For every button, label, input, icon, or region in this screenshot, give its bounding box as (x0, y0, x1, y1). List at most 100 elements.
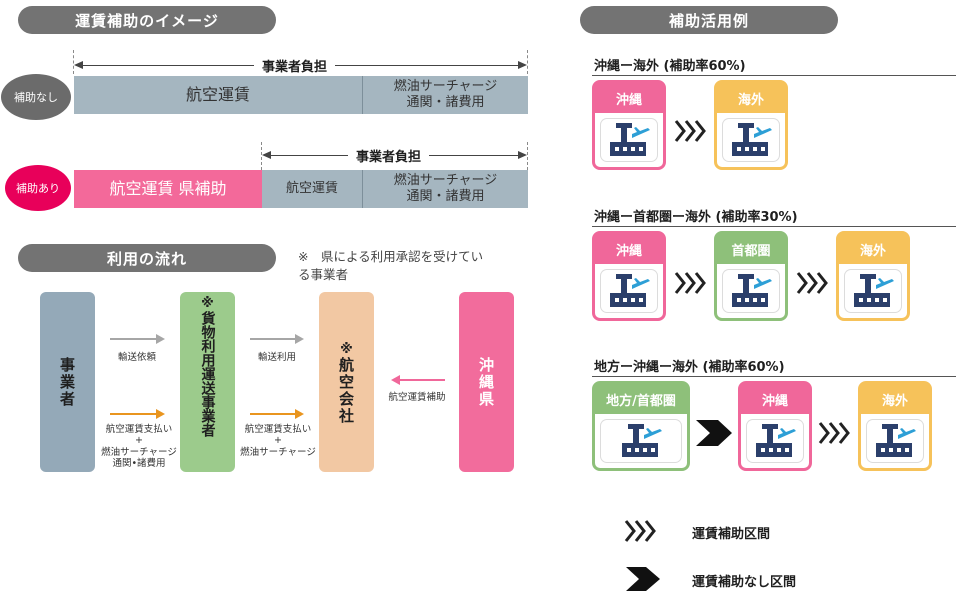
payment-2-line3: 燃油サーチャージ (240, 446, 316, 458)
airport-icon (723, 119, 779, 161)
flow-box-forwarder: ※ 貨物利用運送事業者 (180, 292, 235, 472)
payment-1-line2: + (135, 435, 143, 447)
chevron-solid-icon (694, 418, 734, 452)
chevron-triple-icon (818, 420, 852, 450)
span2-label-burden: 事業者負担 (348, 146, 430, 165)
arrow-transport-request (110, 334, 165, 344)
flow-box-prefecture-label: 沖縄県 (477, 356, 495, 408)
label-no-subsidy: 補助なし (1, 74, 71, 120)
arrow-label-transport-use: 輸送利用 (257, 352, 296, 363)
payment-2-line2: + (274, 435, 282, 447)
flow-box-airline-label: 航空会社 (337, 357, 355, 425)
chevron-triple-icon (796, 270, 830, 300)
span-tick-left (73, 50, 74, 74)
arrowhead-right (518, 61, 527, 69)
header-subsidy-image: 運賃補助のイメージ (18, 6, 276, 34)
example-1-card-overseas-label: 海外 (737, 92, 764, 108)
arrow-label-payment-2: 航空運賃支払い + 燃油サーチャージ (236, 424, 320, 458)
flow-note-line2: る事業者 (298, 266, 349, 282)
example-1-card-overseas-head: 海外 (717, 83, 785, 113)
airport-icon (867, 420, 923, 462)
example-2-card-shutoken-head: 首都圏 (717, 234, 785, 264)
example-2-card-overseas: 海外 (836, 231, 910, 321)
example-1-card-okinawa: 沖縄 (592, 80, 666, 170)
flow-box-business-label: 事業者 (58, 356, 76, 408)
bar-airfare-2-label: 航空運賃 (285, 180, 338, 196)
example-3-title: 地方ー沖縄ー海外 (補助率60%) (594, 360, 785, 375)
example-3-card-overseas: 海外 (858, 381, 932, 471)
bar-airfare-2: 航空運賃 (262, 170, 362, 208)
flow-box-forwarder-mark: ※ (201, 296, 214, 311)
example-3-card-okinawa-label: 沖縄 (761, 393, 788, 409)
span-tick-right (527, 50, 528, 74)
airport-icon (601, 420, 681, 462)
bar-airfare-label: 航空運賃 (185, 85, 250, 104)
payment-1-line4: 通関•諸費用 (112, 458, 166, 470)
legend-subsidized-icon (624, 518, 658, 548)
example-3-card-okinawa-head: 沖縄 (741, 384, 809, 414)
example-2-card-shutoken-label: 首都圏 (731, 243, 771, 259)
example-3-rule (592, 376, 956, 377)
example-2-card-okinawa: 沖縄 (592, 231, 666, 321)
flow-note: ※ 県による利用承認を受けてい る事業者 (298, 248, 483, 283)
example-2-card-overseas-head: 海外 (839, 234, 907, 264)
bar-surcharge-2-line2: 通関・諸費用 (406, 189, 485, 204)
bar-surcharge-2-line1: 燃油サーチャージ (393, 172, 498, 188)
legend-subsidized-label: 運賃補助区間 (692, 527, 771, 542)
bar-pref-subsidy: 航空運賃 県補助 (74, 170, 262, 208)
bar-pref-subsidy-label: 航空運賃 県補助 (109, 179, 227, 198)
example-2-title: 沖縄ー首都圏ー海外 (補助率30%) (594, 210, 798, 225)
flow-box-business: 事業者 (40, 292, 95, 472)
example-3-card-regional-head: 地方/首都圏 (595, 384, 687, 414)
flow-box-airline: ※ 航空会社 (319, 292, 374, 472)
bar-surcharge: 燃油サーチャージ 通関・諸費用 (362, 76, 528, 114)
airport-icon (601, 119, 657, 161)
flow-arrows (110, 334, 445, 419)
flow-box-airline-mark: ※ (340, 342, 353, 357)
header-usage-flow: 利用の流れ (18, 244, 276, 272)
arrow-label-subsidy: 航空運賃補助 (388, 392, 446, 403)
arrow-payment-2 (250, 409, 304, 419)
flow-note-line1: ※ 県による利用承認を受けてい (298, 249, 484, 264)
airport-icon (845, 270, 901, 312)
example-2-card-overseas-label: 海外 (859, 243, 886, 259)
arrowhead2-right (518, 151, 527, 159)
example-3-card-regional: 地方/首都圏 (592, 381, 690, 471)
legend-not-subsidized-label: 運賃補助なし区間 (692, 575, 797, 590)
example-3-card-overseas-label: 海外 (881, 393, 908, 409)
example-1-card-okinawa-head: 沖縄 (595, 83, 663, 113)
example-1-card-overseas: 海外 (714, 80, 788, 170)
span2-tick-right (527, 142, 528, 170)
arrow-payment-1 (110, 409, 165, 419)
example-1-rule (592, 75, 956, 76)
label-with-subsidy: 補助あり (5, 165, 71, 211)
arrow-label-transport-request: 輸送依頼 (117, 352, 156, 363)
example-3-card-regional-label: 地方/首都圏 (606, 393, 676, 409)
example-3-card-okinawa: 沖縄 (738, 381, 812, 471)
arrowhead-left (74, 61, 83, 69)
payment-1-line1: 航空運賃支払い (105, 424, 173, 435)
bar-surcharge-line2: 通関・諸費用 (406, 95, 485, 110)
span-label-burden: 事業者負担 (254, 56, 336, 75)
example-2-rule (592, 226, 956, 227)
example-1-title: 沖縄ー海外 (補助率60%) (594, 59, 746, 74)
flow-box-forwarder-label: 貨物利用運送事業者 (199, 311, 216, 437)
payment-1-line3: 燃油サーチャージ (101, 446, 177, 458)
bar-surcharge-line1: 燃油サーチャージ (393, 78, 498, 94)
header-examples: 補助活用例 (580, 6, 838, 34)
example-2-card-okinawa-label: 沖縄 (615, 243, 642, 259)
arrowhead2-left (262, 151, 271, 159)
example-1-card-okinawa-label: 沖縄 (615, 92, 642, 108)
airport-icon (601, 270, 657, 312)
bar-surcharge-2: 燃油サーチャージ 通関・諸費用 (362, 170, 528, 208)
payment-2-line1: 航空運賃支払い (244, 424, 312, 435)
airport-icon (723, 270, 779, 312)
arrow-subsidy (391, 375, 445, 385)
span2-tick-left (261, 142, 262, 170)
example-2-card-okinawa-head: 沖縄 (595, 234, 663, 264)
airport-icon (747, 420, 803, 462)
arrow-label-payment-1: 航空運賃支払い + 燃油サーチャージ 通関•諸費用 (95, 424, 183, 470)
arrow-transport-use (250, 334, 304, 344)
flow-box-prefecture: 沖縄県 (459, 292, 514, 472)
bar-airfare: 航空運賃 (74, 76, 362, 114)
